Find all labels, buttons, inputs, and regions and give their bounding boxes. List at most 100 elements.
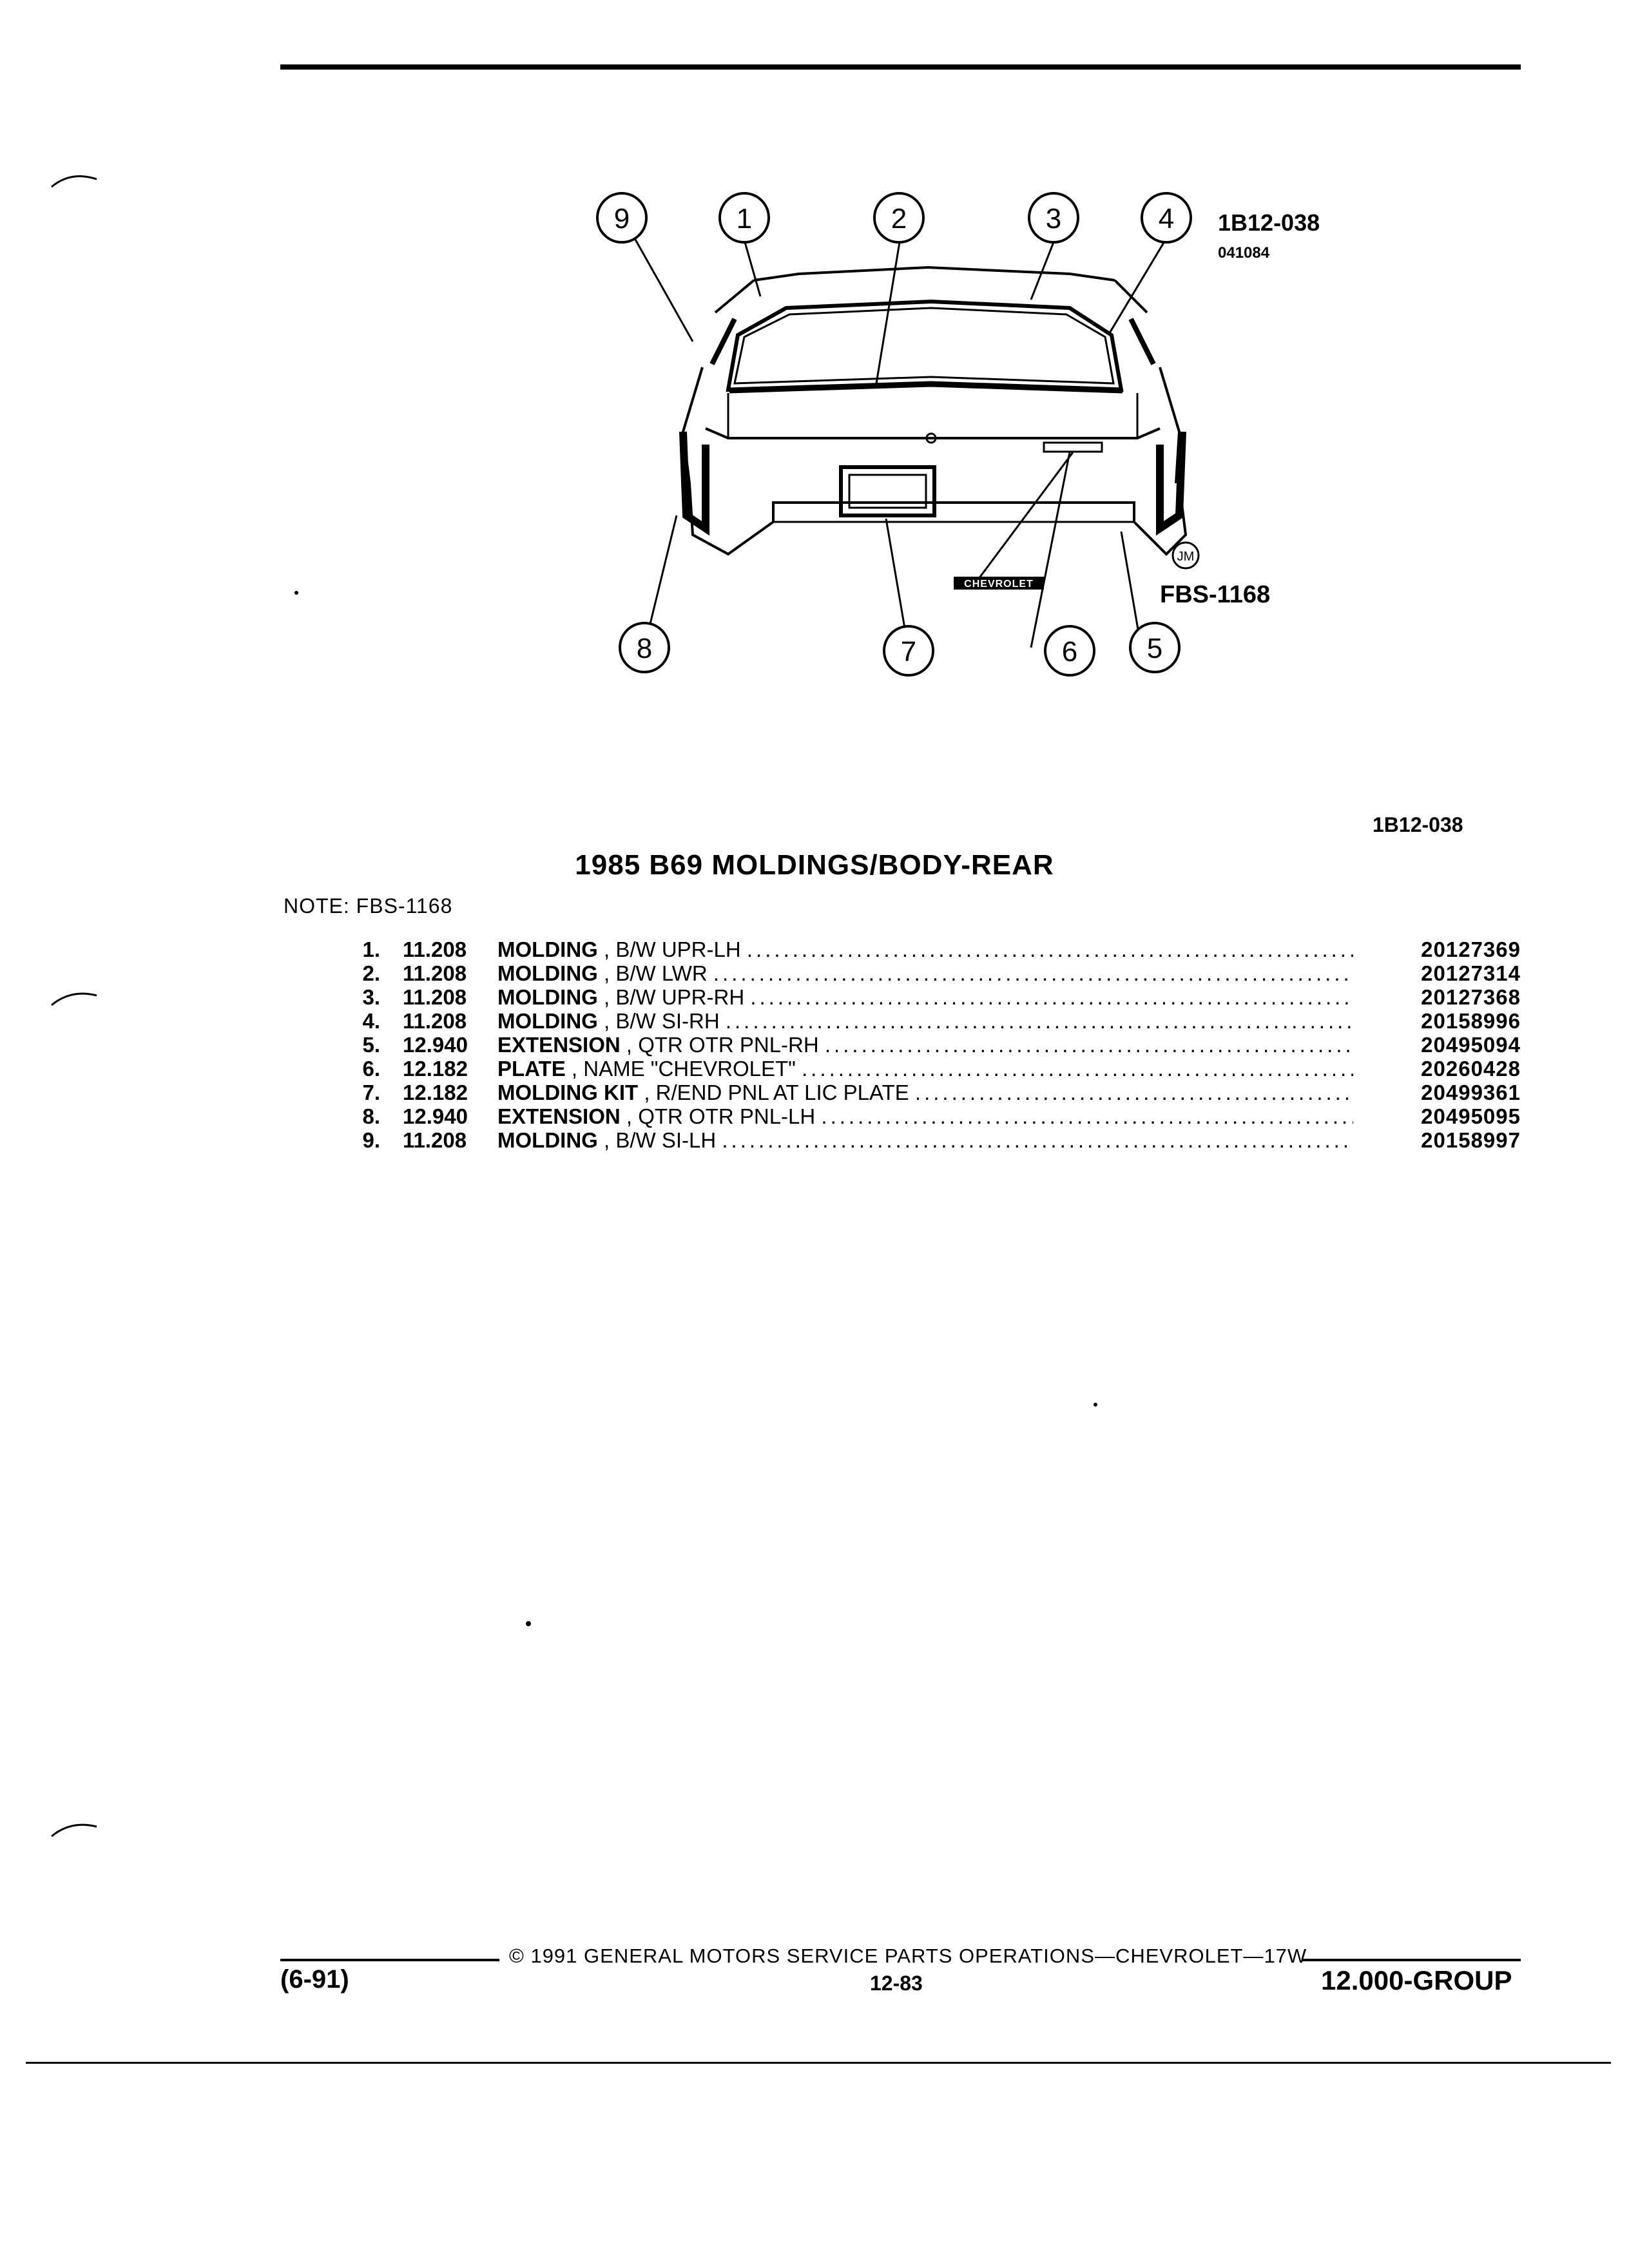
callout-6-label: 6: [1062, 636, 1077, 668]
footer-rule-left: [280, 1959, 499, 1961]
callout-9-label: 9: [614, 203, 630, 235]
callout-8-label: 8: [637, 633, 652, 664]
figure-id: 1B12-038: [1218, 209, 1320, 236]
diagram-id: 1B12-038: [1373, 813, 1463, 836]
callout-4-label: 4: [1159, 203, 1174, 235]
part-name: EXTENSION: [497, 1033, 621, 1057]
item-number: 9.: [362, 1128, 380, 1152]
parts-row: 4. 11.208 MOLDING , B/W SI-RH ..........…: [348, 1009, 1521, 1033]
part-description: MOLDING , B/W UPR-LH ...................…: [497, 937, 1353, 961]
item-number: 7.: [362, 1081, 380, 1104]
item-number: 5.: [362, 1033, 380, 1057]
top-rule: [280, 64, 1521, 70]
part-number: 20158996: [1421, 1009, 1521, 1033]
parts-row: 9. 11.208 MOLDING , B/W SI-LH ..........…: [348, 1128, 1521, 1152]
part-detail: , B/W SI-LH: [604, 1128, 717, 1152]
item-number: 6.: [362, 1057, 380, 1081]
part-name: MOLDING: [497, 1128, 598, 1152]
leader-lines: [633, 238, 1168, 651]
callout-1-label: 1: [737, 203, 752, 235]
part-detail: , B/W LWR: [604, 961, 708, 985]
part-name: PLATE: [497, 1057, 566, 1081]
callout-1: [718, 192, 770, 244]
group-number: 11.208: [403, 961, 467, 985]
footer-rule-right: [1302, 1959, 1521, 1961]
page-title: 1985 B69 MOLDINGS/BODY-REAR: [575, 849, 1054, 881]
parts-row: 3. 11.208 MOLDING , B/W UPR-RH .........…: [348, 985, 1521, 1009]
figure-date: 041084: [1218, 244, 1270, 262]
item-number: 1.: [362, 937, 380, 961]
car-rear-outline: [679, 265, 1188, 556]
part-description: PLATE , NAME "CHEVROLET" ...............…: [497, 1057, 1353, 1081]
callout-3: [1028, 192, 1079, 244]
item-number: 3.: [362, 985, 380, 1009]
part-number: 20127368: [1421, 985, 1521, 1009]
group-number: 12.940: [403, 1104, 468, 1128]
part-description: EXTENSION , QTR OTR PNL-RH .............…: [497, 1033, 1353, 1057]
part-name: EXTENSION: [497, 1104, 621, 1128]
parts-row: 8. 12.940 EXTENSION , QTR OTR PNL-LH ...…: [348, 1104, 1521, 1128]
part-name: MOLDING KIT: [497, 1081, 639, 1104]
part-name: MOLDING: [497, 961, 598, 985]
part-detail: , B/W UPR-RH: [604, 985, 745, 1009]
callout-3-label: 3: [1046, 203, 1061, 235]
part-description: MOLDING , B/W SI-RH ....................…: [497, 1009, 1353, 1033]
callout-bubbles: [596, 192, 1192, 677]
item-number: 4.: [362, 1009, 380, 1033]
group-number: 11.208: [403, 985, 467, 1009]
callout-4: [1141, 192, 1192, 244]
note-label: NOTE:: [284, 894, 350, 918]
callout-9: [596, 192, 648, 244]
group-number: 12.182: [403, 1057, 468, 1081]
parts-row: 5. 12.940 EXTENSION , QTR OTR PNL-RH ...…: [348, 1033, 1521, 1057]
callout-2: [873, 192, 925, 244]
group-number: 12.940: [403, 1033, 468, 1057]
callout-2-label: 2: [891, 203, 907, 235]
callout-6: [1044, 625, 1095, 677]
part-description: EXTENSION , QTR OTR PNL-LH .............…: [497, 1104, 1353, 1128]
footer-copyright: © 1991 GENERAL MOTORS SERVICE PARTS OPER…: [509, 1945, 1307, 1967]
note: NOTE: FBS-1168: [284, 894, 452, 918]
group-number: 11.208: [403, 1128, 467, 1152]
part-detail: , B/W UPR-LH: [604, 937, 741, 961]
part-description: MOLDING , B/W UPR-RH ...................…: [497, 985, 1353, 1009]
bottom-rule: [26, 2062, 1611, 2064]
part-description: MOLDING KIT , R/END PNL AT LIC PLATE ...…: [497, 1081, 1353, 1104]
callout-5-label: 5: [1147, 633, 1162, 664]
part-detail: , NAME "CHEVROLET": [571, 1057, 796, 1081]
footer-group: 12.000-GROUP: [1321, 1965, 1512, 1995]
initials-circle: [1171, 541, 1200, 570]
part-detail: , QTR OTR PNL-LH: [626, 1104, 816, 1128]
part-name: MOLDING: [497, 937, 598, 961]
part-number: 20499361: [1421, 1081, 1521, 1104]
emblem-badge: [954, 577, 1044, 590]
fbs-reference: FBS-1168: [1160, 581, 1270, 608]
part-number: 20495094: [1421, 1033, 1521, 1057]
parts-row: 1. 11.208 MOLDING , B/W UPR-LH .........…: [348, 937, 1521, 961]
part-name: MOLDING: [497, 1009, 598, 1033]
part-number: 20495095: [1421, 1104, 1521, 1128]
part-description: MOLDING , B/W SI-LH ....................…: [497, 1128, 1353, 1152]
parts-row: 6. 12.182 PLATE , NAME "CHEVROLET" .....…: [348, 1057, 1521, 1081]
part-detail: , B/W SI-RH: [604, 1009, 720, 1033]
item-number: 8.: [362, 1104, 380, 1128]
rear-body-diagram: 9 1 2 3 4 8 7 6 5 1B12-038 041084 JM FBS…: [596, 192, 1320, 677]
callout-8: [619, 622, 670, 673]
parts-row: 2. 11.208 MOLDING , B/W LWR ............…: [348, 961, 1521, 985]
group-number: 12.182: [403, 1081, 468, 1104]
footer-page-number: 12-83: [870, 1972, 923, 1995]
callout-7-label: 7: [901, 636, 916, 668]
callout-7: [883, 625, 934, 677]
emblem-text: CHEVROLET: [964, 579, 1034, 590]
note-value: FBS-1168: [356, 894, 453, 918]
part-number: 20260428: [1421, 1057, 1521, 1081]
part-detail: , R/END PNL AT LIC PLATE: [644, 1081, 909, 1104]
callout-5: [1129, 622, 1181, 673]
parts-row: 7. 12.182 MOLDING KIT , R/END PNL AT LIC…: [348, 1081, 1521, 1104]
part-number: 20127369: [1421, 937, 1521, 961]
part-number: 20127314: [1421, 961, 1521, 985]
part-name: MOLDING: [497, 985, 598, 1009]
initials: JM: [1177, 550, 1195, 564]
part-description: MOLDING , B/W LWR ......................…: [497, 961, 1353, 985]
part-detail: , QTR OTR PNL-RH: [626, 1033, 819, 1057]
